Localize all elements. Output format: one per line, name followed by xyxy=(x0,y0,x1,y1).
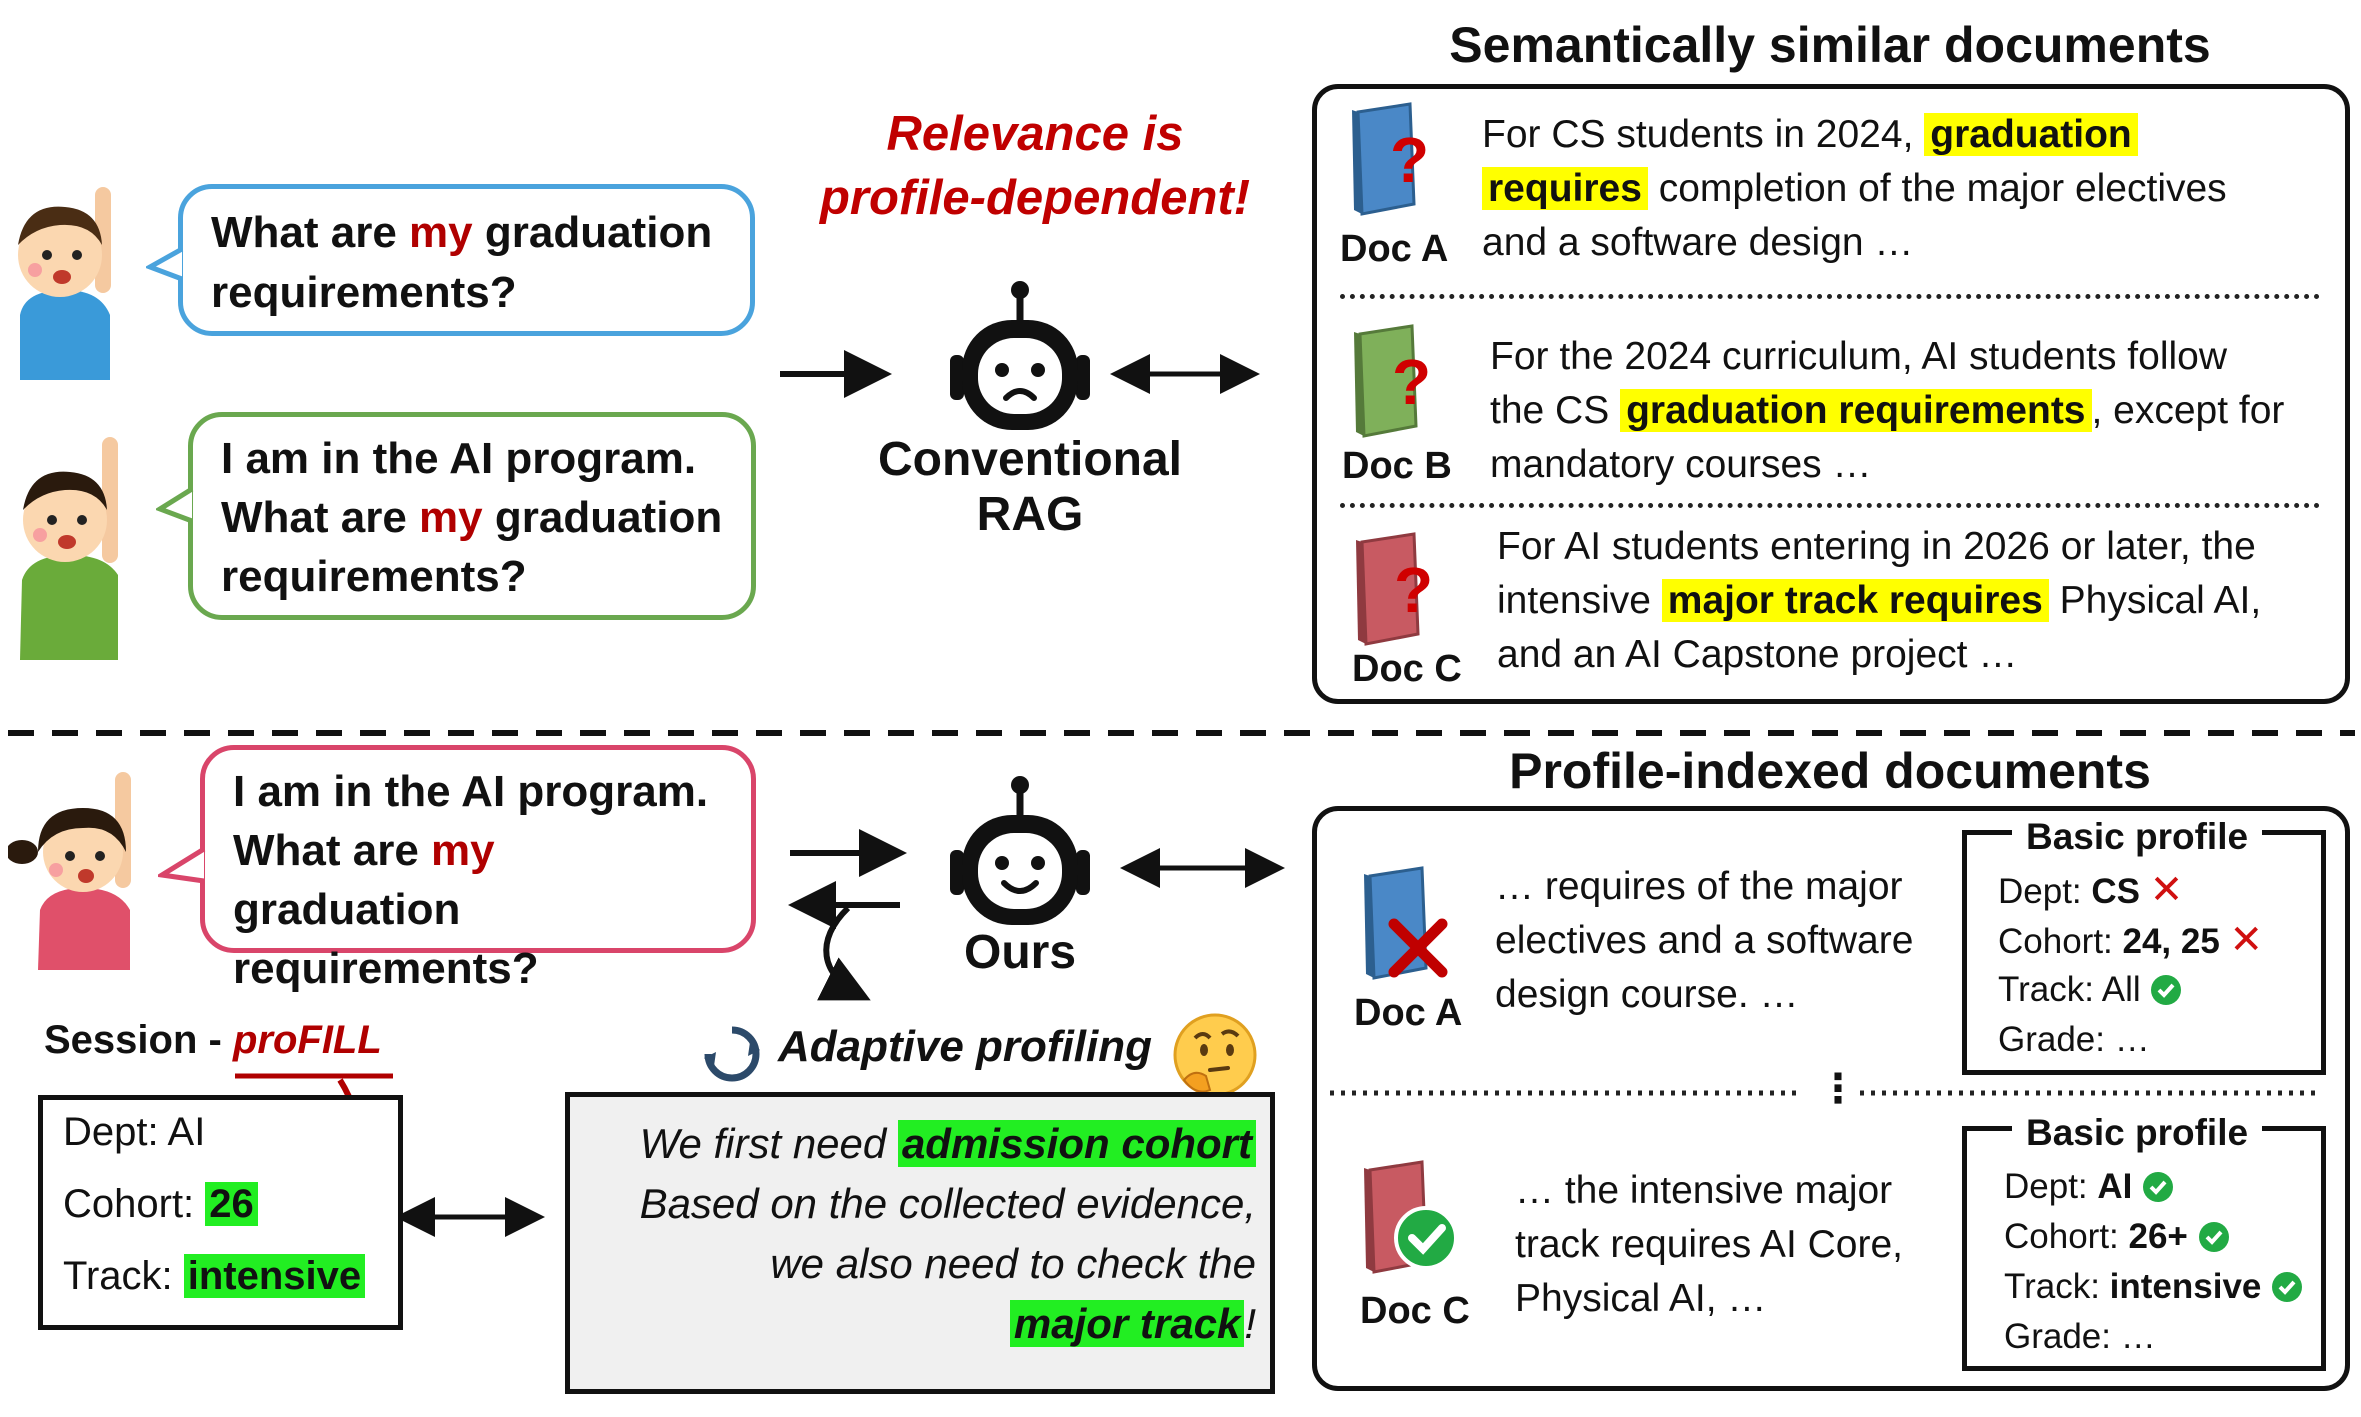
user-query-bubble-1: What are my graduation requirements? xyxy=(178,184,755,336)
doc-a-label-bottom: Doc A xyxy=(1354,992,1463,1034)
doc-b-label-top: Doc B xyxy=(1342,445,1452,487)
profile-c-grade: Grade: … xyxy=(2004,1317,2156,1356)
profile-c-cohort: Cohort: 26+ xyxy=(2004,1213,2230,1261)
session-track: Track: intensive xyxy=(63,1252,366,1300)
cross-icon: ✕ xyxy=(2149,868,2184,912)
profile-a-grade: Grade: … xyxy=(1998,1020,2150,1059)
user-query-bubble-3: I am in the AI program. What are my grad… xyxy=(200,745,756,993)
bubble-tail-1 xyxy=(146,246,184,282)
svg-text:?: ? xyxy=(1390,124,1429,196)
top-panel-title: Semantically similar documents xyxy=(1449,17,2211,73)
check-circle-icon xyxy=(2143,1172,2174,1202)
basic-profile-title-a: Basic profile xyxy=(2012,816,2263,858)
relevance-note: Relevance is profile-dependent! xyxy=(819,107,1251,225)
basic-profile-title-c: Basic profile xyxy=(2012,1112,2263,1154)
robot-happy-icon xyxy=(950,776,1090,925)
doc-c-book-check-icon xyxy=(1364,1160,1458,1274)
doc-c-book-question-icon: ? xyxy=(1356,532,1433,646)
ours-label: Ours xyxy=(963,926,1077,979)
bubble-tail-3 xyxy=(158,846,206,884)
doc-separator-1 xyxy=(1340,294,2320,299)
adaptive-profiling-label: Adaptive profiling xyxy=(778,1022,1152,1071)
session-label: Session - proFILL xyxy=(44,1018,382,1062)
profile-c-track: Track: intensive xyxy=(2004,1263,2303,1311)
bottom-panel-title: Profile-indexed documents xyxy=(1509,743,2151,799)
profiling-curve-arrow xyxy=(817,905,871,1001)
session-dept: Dept: AI xyxy=(63,1110,206,1154)
more-docs-ellipsis: ⋮ xyxy=(1818,1067,1858,1111)
doc-a-text-bottom: … requires of the major electives and a … xyxy=(1495,865,1914,1016)
student-avatar-3 xyxy=(8,772,131,970)
check-circle-icon xyxy=(2151,975,2182,1005)
doc-c-text-bottom: … the intensive major track requires AI … xyxy=(1515,1169,1903,1320)
doc-a-book-cross-icon xyxy=(1364,866,1448,980)
svg-text:?: ? xyxy=(1392,346,1431,418)
doc-b-book-question-icon: ? xyxy=(1354,324,1431,438)
profile-indexed-panel xyxy=(1312,806,2350,1391)
doc-b-text-top: For the 2024 curriculum, AI students fol… xyxy=(1490,335,2285,486)
doc-a-book-question-icon: ? xyxy=(1352,102,1429,216)
doc-c-text-top: For AI students entering in 2026 or late… xyxy=(1497,525,2262,676)
refresh-cycle-icon xyxy=(704,1026,760,1082)
doc-separator-2 xyxy=(1340,503,2320,508)
profile-a-cohort: Cohort: 24, 25 ✕ xyxy=(1998,918,2264,962)
conventional-rag-label: Conventional RAG xyxy=(877,433,1182,541)
check-circle-icon xyxy=(2198,1222,2229,1252)
thinking-face-icon xyxy=(1173,1013,1257,1097)
doc-c-label-bottom: Doc C xyxy=(1360,1290,1470,1332)
doc-c-label-top: Doc C xyxy=(1352,648,1462,690)
reasoning-text: We first need admission cohort Based on … xyxy=(639,1120,1256,1347)
doc-a-text-top: For CS students in 2024, graduation requ… xyxy=(1482,113,2227,264)
cross-icon: ✕ xyxy=(2229,918,2264,962)
session-cohort: Cohort: 26 xyxy=(63,1180,258,1228)
profile-a-track: Track: All xyxy=(1998,966,2182,1014)
student-avatar-1 xyxy=(18,187,111,380)
robot-sad-icon xyxy=(950,281,1090,430)
check-circle-icon xyxy=(2272,1272,2303,1302)
doc-a-label-top: Doc A xyxy=(1340,228,1449,270)
profile-a-dept: Dept: CS ✕ xyxy=(1998,868,2184,912)
student-avatar-2 xyxy=(20,437,118,660)
semantic-docs-panel xyxy=(1312,84,2350,704)
bubble-tail-2 xyxy=(156,486,194,524)
profile-c-dept: Dept: AI xyxy=(2004,1163,2174,1211)
user-query-bubble-2: I am in the AI program. What are my grad… xyxy=(188,412,756,620)
svg-text:?: ? xyxy=(1394,554,1433,626)
